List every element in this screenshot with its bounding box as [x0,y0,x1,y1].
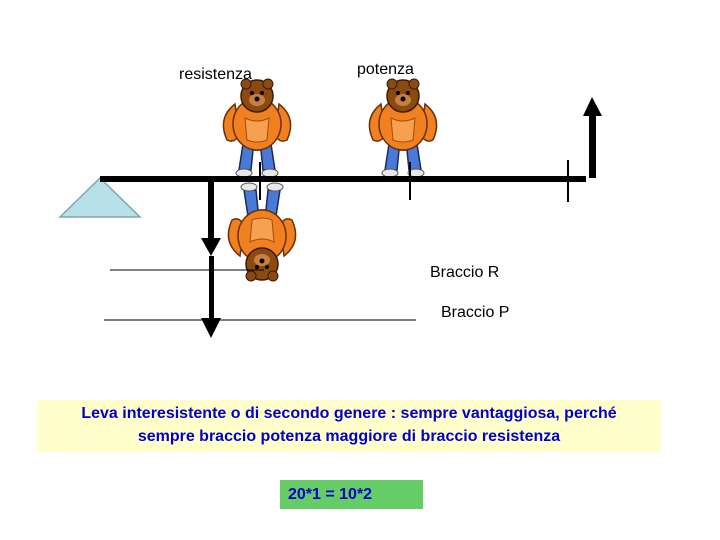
bear-figure-icon [222,78,292,178]
formula-text: 20*1 = 10*2 [288,486,373,503]
lever-bar [100,176,586,182]
caption-box: Leva interesistente o di secondo genere … [37,400,661,452]
arrow-up-icon [583,97,602,178]
fulcrum-triangle-icon [58,176,142,218]
caption-line-2: sempre braccio potenza maggiore di bracc… [137,428,561,445]
formula-box: 20*1 = 10*2 [280,480,423,509]
caption-line-1: Leva interesistente o di secondo genere … [81,405,617,422]
arrow-down-icon [201,182,221,338]
label-potenza: potenza [357,61,414,78]
bear-figure-icon [368,78,438,178]
bear-figure-icon [227,182,297,282]
label-braccio-p: Braccio P [441,304,510,321]
label-braccio-r: Braccio R [430,264,500,281]
label-resistenza: resistenza [179,66,252,83]
